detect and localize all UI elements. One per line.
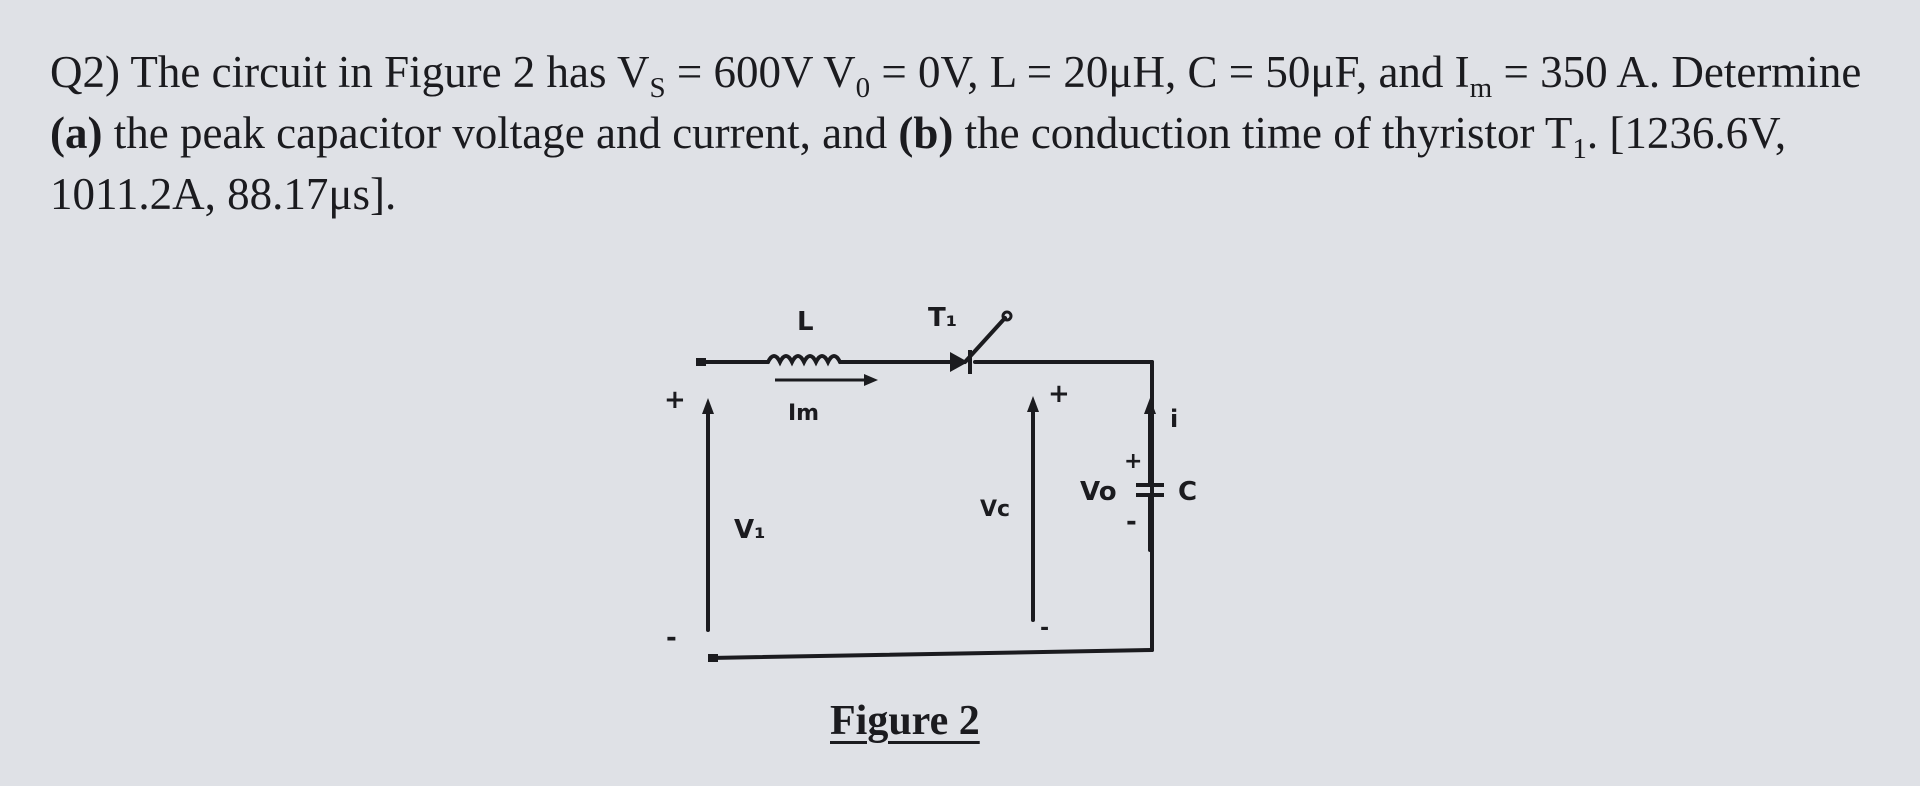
- t1-subscript: 1: [1572, 133, 1587, 166]
- label-vo-plus: +: [1124, 449, 1142, 474]
- question-text: Q2) The circuit in Figure 2 has VS = 600…: [50, 42, 1890, 225]
- label-vc-minus: -: [1040, 616, 1049, 641]
- circuit-diagram: L T₁ Im + V₁ - + Vc - i + Vo - C: [664, 303, 1197, 662]
- label-thyristor: T₁: [928, 303, 957, 333]
- question-text-6: the conduction time of thyristor T: [953, 108, 1573, 158]
- label-im: Im: [788, 401, 819, 426]
- label-vo: Vo: [1080, 477, 1117, 507]
- source-arrowhead: [702, 398, 714, 414]
- question-text-1: The circuit in Figure 2 has V: [130, 47, 650, 97]
- wire-bottom: [708, 648, 1154, 660]
- gate-terminal: [1001, 310, 1013, 322]
- label-source-voltage: V₁: [734, 515, 766, 545]
- inductor-symbol: [766, 354, 842, 367]
- part-a-label: (a): [50, 108, 103, 158]
- part-b-label: (b): [898, 108, 954, 158]
- figure-caption: Figure 2: [830, 698, 980, 744]
- label-vo-minus: -: [1126, 507, 1137, 537]
- question-number: Q2): [50, 47, 120, 97]
- label-inductor: L: [797, 307, 814, 337]
- label-i: i: [1170, 405, 1178, 433]
- vs-subscript: S: [649, 72, 666, 105]
- question-text-5: the peak capacitor voltage and current, …: [102, 108, 899, 158]
- im-subscript: m: [1469, 72, 1493, 105]
- vc-arrowhead: [1027, 396, 1039, 412]
- i-arrowhead: [1144, 398, 1156, 414]
- im-arrowhead: [864, 374, 878, 386]
- vo-subscript: 0: [855, 72, 871, 105]
- label-source-minus: -: [666, 623, 677, 653]
- label-vc-plus: +: [1048, 379, 1070, 409]
- label-vc: Vc: [980, 497, 1010, 522]
- terminal-bottom: [708, 654, 718, 662]
- question-text-7: . [1236.6V, 1011.2A, 88.17μs].: [50, 108, 1787, 219]
- label-source-plus: +: [664, 385, 686, 415]
- question-text-4: = 350 A. Determine: [1492, 47, 1862, 97]
- question-text-3: = 0V, L = 20μH, C = 50μF, and I: [870, 47, 1470, 97]
- label-capacitor: C: [1178, 477, 1197, 507]
- question-text-2: = 600V V: [665, 47, 856, 97]
- terminal-top: [696, 358, 706, 366]
- thyristor-symbol: [950, 352, 968, 372]
